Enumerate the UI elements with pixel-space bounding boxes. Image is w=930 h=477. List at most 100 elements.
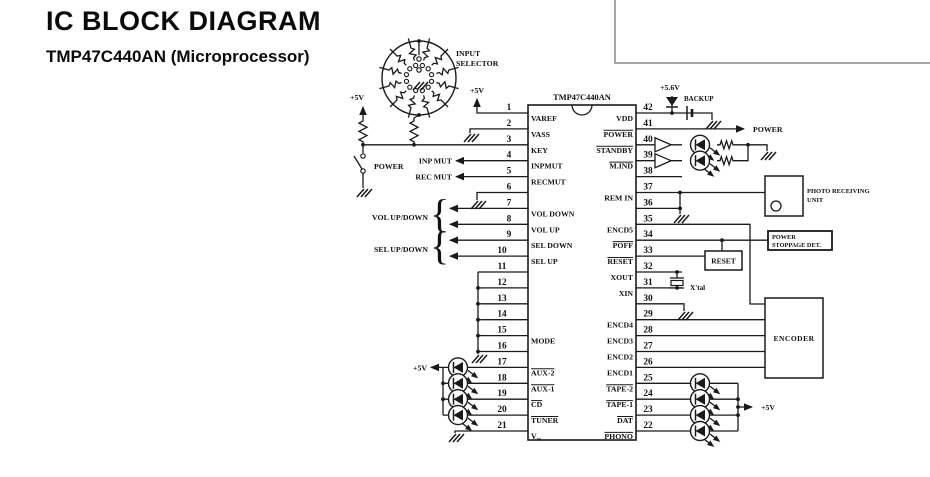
shape — [471, 403, 479, 411]
pin-32-number: 32 — [643, 262, 653, 272]
selector-spoke — [436, 80, 459, 90]
selector-spoke — [379, 79, 402, 90]
sel-updown-label: SEL UP/DOWN — [374, 245, 428, 254]
junction-dot — [441, 397, 445, 402]
junction-dot — [417, 39, 421, 43]
pin-1-label: VAREF — [531, 114, 557, 123]
ic-notch — [571, 104, 593, 116]
pin-11-number: 11 — [498, 262, 507, 272]
pin-22-number: 22 — [643, 421, 653, 431]
shape — [453, 361, 463, 373]
shape — [420, 81, 429, 91]
rec-mut-label: REC MUT — [415, 173, 452, 182]
shape — [416, 81, 425, 91]
selector-spoke — [421, 38, 431, 61]
pin-35-label: ENCD5 — [607, 225, 633, 234]
shape — [705, 120, 714, 130]
led-emission-arrow-icon — [709, 433, 721, 443]
pin-14-number: 14 — [497, 310, 507, 320]
pin-30-number: 30 — [643, 294, 653, 304]
pin-7-label: VOL DOWN — [531, 209, 575, 218]
shape — [467, 133, 476, 143]
shape — [764, 151, 773, 161]
arrow-left-icon — [455, 172, 464, 181]
shape — [713, 403, 721, 411]
pin-20-label: TUNER — [531, 416, 559, 425]
led-emission-arrow-icon — [709, 163, 721, 172]
shape — [695, 155, 705, 167]
led-emission-arrow-icon — [467, 385, 479, 395]
pin-28-number: 28 — [643, 326, 653, 336]
arrow-left-icon — [449, 204, 458, 213]
shape — [448, 433, 457, 443]
shape — [713, 165, 721, 172]
plus5v-label: +5V — [413, 363, 427, 372]
pin-42-label: VDD — [616, 114, 633, 123]
pin-39-label: M.IND — [609, 162, 633, 171]
pin-31-number: 31 — [643, 278, 653, 288]
shape — [471, 371, 479, 379]
shape — [475, 354, 484, 364]
pin-13-number: 13 — [497, 294, 507, 304]
pin-3-number: 3 — [507, 135, 512, 145]
led-icon — [447, 357, 469, 378]
ic-body — [527, 104, 637, 441]
plus5v-label: +5V — [761, 403, 775, 412]
pin-25-label: TAPE-2 — [606, 384, 633, 393]
led-emission-arrow-icon — [709, 417, 721, 427]
pin-19-number: 19 — [497, 389, 507, 399]
arrow-left-icon — [455, 156, 464, 165]
arrow-up-icon — [359, 106, 367, 115]
pin-21-label: Vss — [531, 432, 542, 443]
junction-dot — [736, 397, 740, 402]
led-emission-arrow-icon — [461, 422, 473, 432]
selector-spoke — [379, 66, 402, 76]
shape — [695, 377, 705, 389]
pin-33-label: RESET — [607, 257, 633, 266]
shape — [713, 387, 721, 395]
pin-16-number: 16 — [497, 342, 507, 352]
led-icon — [447, 389, 469, 410]
led-emission-arrow-icon — [709, 401, 721, 411]
wire — [476, 191, 484, 200]
pin-12-number: 12 — [497, 278, 507, 288]
crystal-icon — [670, 279, 684, 287]
pin-17-label: AUX-2 — [531, 368, 554, 377]
pin-28-label: ENCD3 — [607, 337, 633, 346]
pin-35-number: 35 — [643, 214, 653, 224]
pin-8-number: 8 — [507, 214, 512, 224]
power-stoppage-det-label: STOPPAGE DET. — [772, 242, 821, 249]
shape — [685, 311, 694, 321]
led-emission-arrow-icon — [709, 147, 721, 156]
power-out-label: POWER — [753, 125, 783, 134]
junction-dot — [678, 190, 682, 195]
ground-icon — [470, 200, 487, 210]
pin-5-number: 5 — [507, 167, 512, 177]
shape — [681, 311, 690, 321]
shape — [471, 133, 480, 143]
arrow-left-icon — [449, 236, 458, 244]
selector-contact — [403, 71, 410, 78]
shape — [470, 200, 479, 210]
arrow-right-icon — [736, 125, 745, 133]
buffer-icon — [654, 152, 673, 169]
pin-18-number: 18 — [497, 373, 507, 383]
power-switch-label: POWER — [374, 162, 404, 171]
ground-icon — [412, 81, 429, 91]
pin-2-number: 2 — [507, 119, 512, 129]
wire — [413, 114, 420, 119]
diode-icon — [666, 97, 678, 106]
arrow-left-icon — [449, 252, 458, 260]
selector-contact — [412, 62, 419, 69]
pin-7-number: 7 — [507, 198, 512, 208]
selector-contact — [407, 66, 413, 72]
shape — [453, 393, 463, 405]
vol-updown-label: VOL UP/DOWN — [372, 213, 428, 222]
junction-dot — [476, 286, 480, 290]
resistor — [717, 138, 736, 151]
pin-34-label: POFF — [613, 241, 634, 250]
shape — [474, 200, 483, 210]
shape — [768, 151, 777, 161]
photo-receiving-unit-label: UNIT — [807, 197, 824, 204]
